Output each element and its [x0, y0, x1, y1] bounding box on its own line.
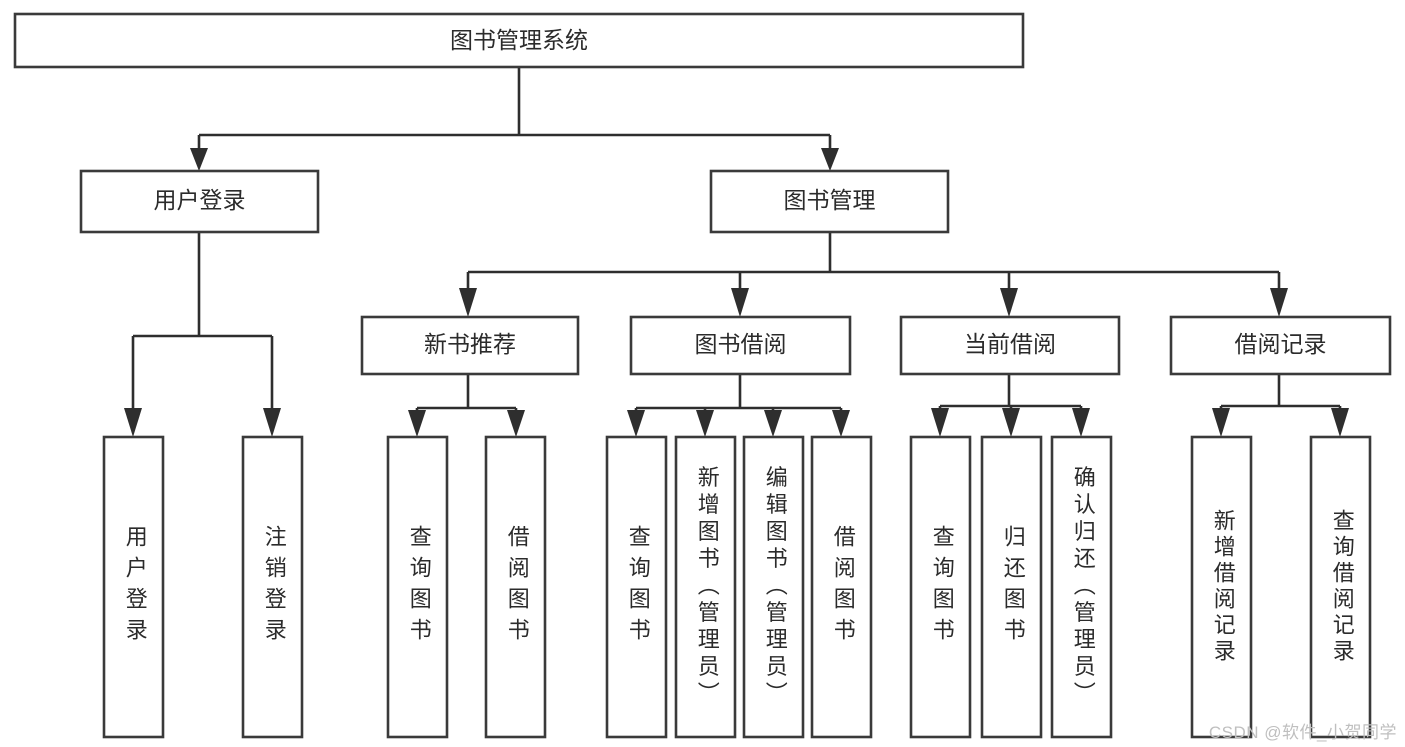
node-root[interactable]: 图书管理系统 — [13, 12, 1025, 69]
node-current-borrow-label: 当前借阅 — [964, 331, 1056, 357]
leaf-query-book-current[interactable]: 查询图书 — [909, 435, 972, 739]
arrow-head-user-login — [190, 148, 208, 171]
leaf-query-borrow-record-box[interactable] — [1309, 435, 1372, 739]
arrow-head-leaf-add-record — [1212, 408, 1230, 437]
node-new-book-recommend-label: 新书推荐 — [424, 331, 516, 357]
arrow-head-leaf-confirm-return — [1072, 408, 1090, 437]
node-book-management-label: 图书管理 — [784, 187, 876, 213]
leaf-query-book-newbook-box[interactable] — [386, 435, 449, 739]
leaf-edit-book-admin[interactable]: 编辑图书（管理员） — [742, 435, 805, 739]
arrow-head-leaf-query-book-1 — [408, 410, 426, 437]
node-book-borrow[interactable]: 图书借阅 — [629, 315, 852, 376]
leaf-borrow-book-borrow-box[interactable] — [810, 435, 873, 739]
leaf-add-borrow-record-label: 新增借阅记录 — [1211, 509, 1236, 665]
node-root-label: 图书管理系统 — [450, 27, 588, 53]
leaf-edit-book-admin-box[interactable] — [742, 435, 805, 739]
node-book-management[interactable]: 图书管理 — [709, 169, 950, 234]
arrow-head-current — [1000, 288, 1018, 317]
leaf-logout-label: 注销登录 — [262, 525, 287, 649]
node-new-book-recommend-box[interactable] — [360, 315, 580, 376]
node-new-book-recommend[interactable]: 新书推荐 — [360, 315, 580, 376]
leaf-logout[interactable]: 注销登录 — [241, 435, 304, 739]
leaf-query-borrow-record-label: 查询借阅记录 — [1330, 509, 1355, 665]
arrow-head-records — [1270, 288, 1288, 317]
leaf-query-book-newbook-label: 查询图书 — [407, 525, 432, 649]
leaf-query-book-current-label: 查询图书 — [930, 525, 955, 649]
node-book-management-box[interactable] — [709, 169, 950, 234]
node-book-borrow-box[interactable] — [629, 315, 852, 376]
leaf-user-login[interactable]: 用户登录 — [102, 435, 165, 739]
node-user-login-label: 用户登录 — [154, 187, 246, 213]
leaf-confirm-return-admin[interactable]: 确认归还（管理员） — [1050, 435, 1113, 739]
node-borrow-records-label: 借阅记录 — [1235, 331, 1327, 357]
leaf-query-book-borrow-label: 查询图书 — [626, 525, 651, 649]
node-borrow-records[interactable]: 借阅记录 — [1169, 315, 1392, 376]
arrow-head-leaf-user-login — [124, 408, 142, 437]
leaf-query-book-newbook[interactable]: 查询图书 — [386, 435, 449, 739]
arrow-head-leaf-return-book — [1002, 408, 1020, 437]
arrow-head-leaf-borrow-book-1 — [507, 410, 525, 437]
leaf-borrow-book-borrow-label: 借阅图书 — [831, 525, 856, 649]
leaf-query-book-borrow[interactable]: 查询图书 — [605, 435, 668, 739]
arrow-head-leaf-query-record — [1331, 408, 1349, 437]
leaf-edit-book-admin-label: 编辑图书（管理员） — [763, 466, 788, 709]
arrow-head-book-mgmt — [821, 148, 839, 171]
arrow-head-borrow — [731, 288, 749, 317]
node-current-borrow[interactable]: 当前借阅 — [899, 315, 1121, 376]
leaf-confirm-return-admin-box[interactable] — [1050, 435, 1113, 739]
leaf-query-book-current-box[interactable] — [909, 435, 972, 739]
arrow-head-leaf-query-book-2 — [627, 410, 645, 437]
leaf-add-book-admin-box[interactable] — [674, 435, 737, 739]
arrow-head-leaf-add-book — [696, 410, 714, 437]
node-user-login-box[interactable] — [79, 169, 320, 234]
connector-layer — [124, 67, 1349, 437]
leaf-query-book-borrow-box[interactable] — [605, 435, 668, 739]
leaf-return-book[interactable]: 归还图书 — [980, 435, 1043, 739]
leaf-confirm-return-admin-label: 确认归还（管理员） — [1071, 466, 1096, 709]
leaf-add-book-admin-label: 新增图书（管理员） — [695, 466, 720, 709]
leaf-borrow-book-newbook-box[interactable] — [484, 435, 547, 739]
arrow-head-leaf-edit-book — [764, 410, 782, 437]
node-book-borrow-label: 图书借阅 — [695, 331, 787, 357]
leaf-add-borrow-record[interactable]: 新增借阅记录 — [1190, 435, 1253, 739]
arrow-head-newbook — [459, 288, 477, 317]
leaf-add-book-admin[interactable]: 新增图书（管理员） — [674, 435, 737, 739]
arrow-head-leaf-borrow-book-2 — [832, 410, 850, 437]
leaf-user-login-box[interactable] — [102, 435, 165, 739]
leaf-query-borrow-record[interactable]: 查询借阅记录 — [1309, 435, 1372, 739]
leaf-return-book-label: 归还图书 — [1001, 525, 1026, 649]
leaf-logout-box[interactable] — [241, 435, 304, 739]
leaf-borrow-book-newbook-label: 借阅图书 — [505, 525, 530, 649]
leaf-user-login-label: 用户登录 — [123, 525, 148, 649]
leaf-return-book-box[interactable] — [980, 435, 1043, 739]
leaf-borrow-book-newbook[interactable]: 借阅图书 — [484, 435, 547, 739]
node-user-login[interactable]: 用户登录 — [79, 169, 320, 234]
arrow-head-leaf-query-book-3 — [931, 408, 949, 437]
leaf-borrow-book-borrow[interactable]: 借阅图书 — [810, 435, 873, 739]
node-current-borrow-box[interactable] — [899, 315, 1121, 376]
node-root-box[interactable] — [13, 12, 1025, 69]
leaf-add-borrow-record-box[interactable] — [1190, 435, 1253, 739]
node-borrow-records-box[interactable] — [1169, 315, 1392, 376]
arrow-head-leaf-logout — [263, 408, 281, 437]
